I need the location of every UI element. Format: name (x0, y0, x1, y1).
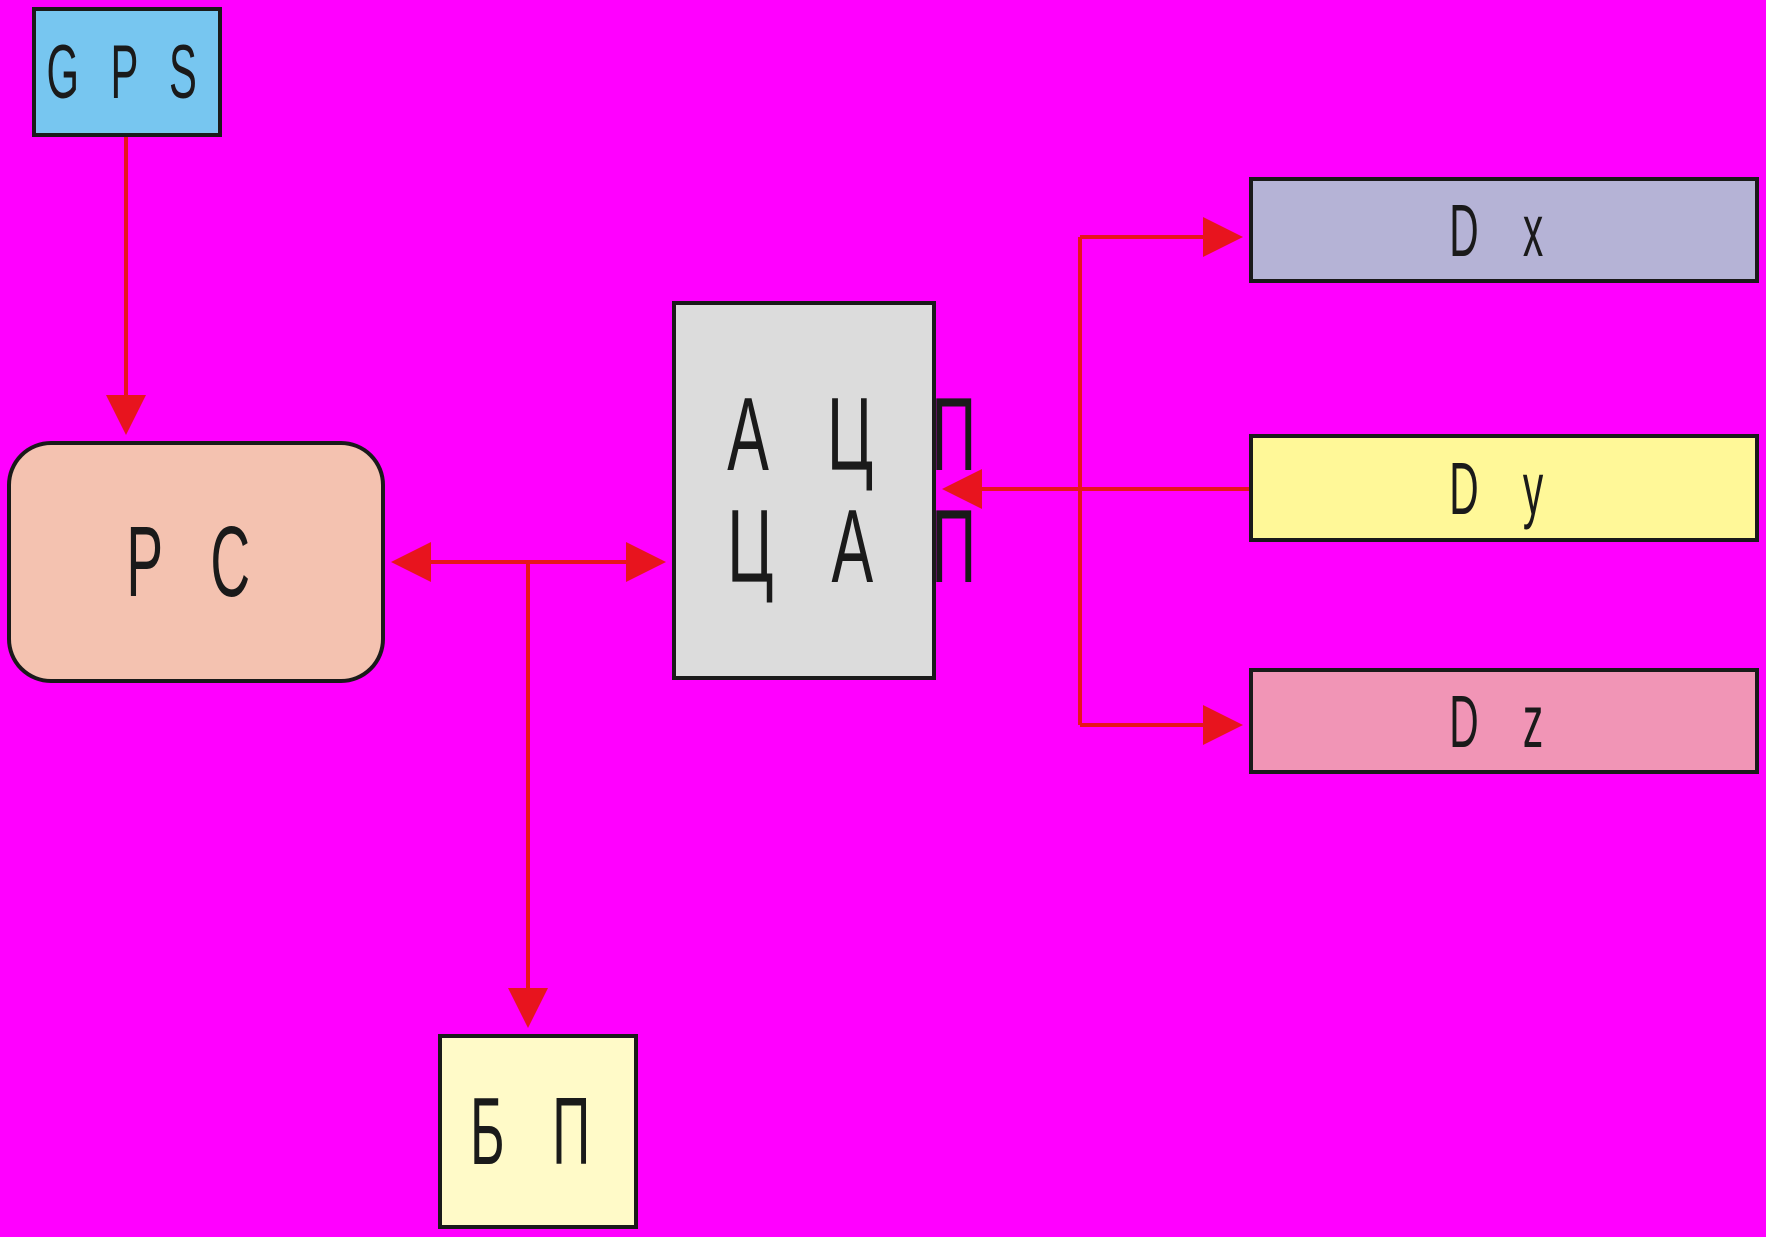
gps-label: G P S (46, 29, 208, 115)
sensor-dy-label: D y (1448, 446, 1560, 530)
dac-label: Ц А П (727, 488, 997, 605)
sensor-dy-block: D y (1249, 434, 1759, 542)
pc-block: P C (7, 441, 385, 683)
power-supply-label: Б П (469, 1077, 607, 1185)
sensor-dz-block: D z (1249, 668, 1759, 774)
power-supply-block: Б П (438, 1034, 638, 1229)
adc-label: А Ц П (727, 376, 997, 493)
sensor-dx-block: D x (1249, 177, 1759, 283)
gps-block: G P S (32, 7, 222, 137)
sensor-dz-label: D z (1448, 679, 1560, 763)
pc-label: P C (125, 505, 267, 618)
adc-dac-block: А Ц П Ц А П (672, 301, 997, 680)
sensor-dx-label: D x (1448, 188, 1560, 272)
